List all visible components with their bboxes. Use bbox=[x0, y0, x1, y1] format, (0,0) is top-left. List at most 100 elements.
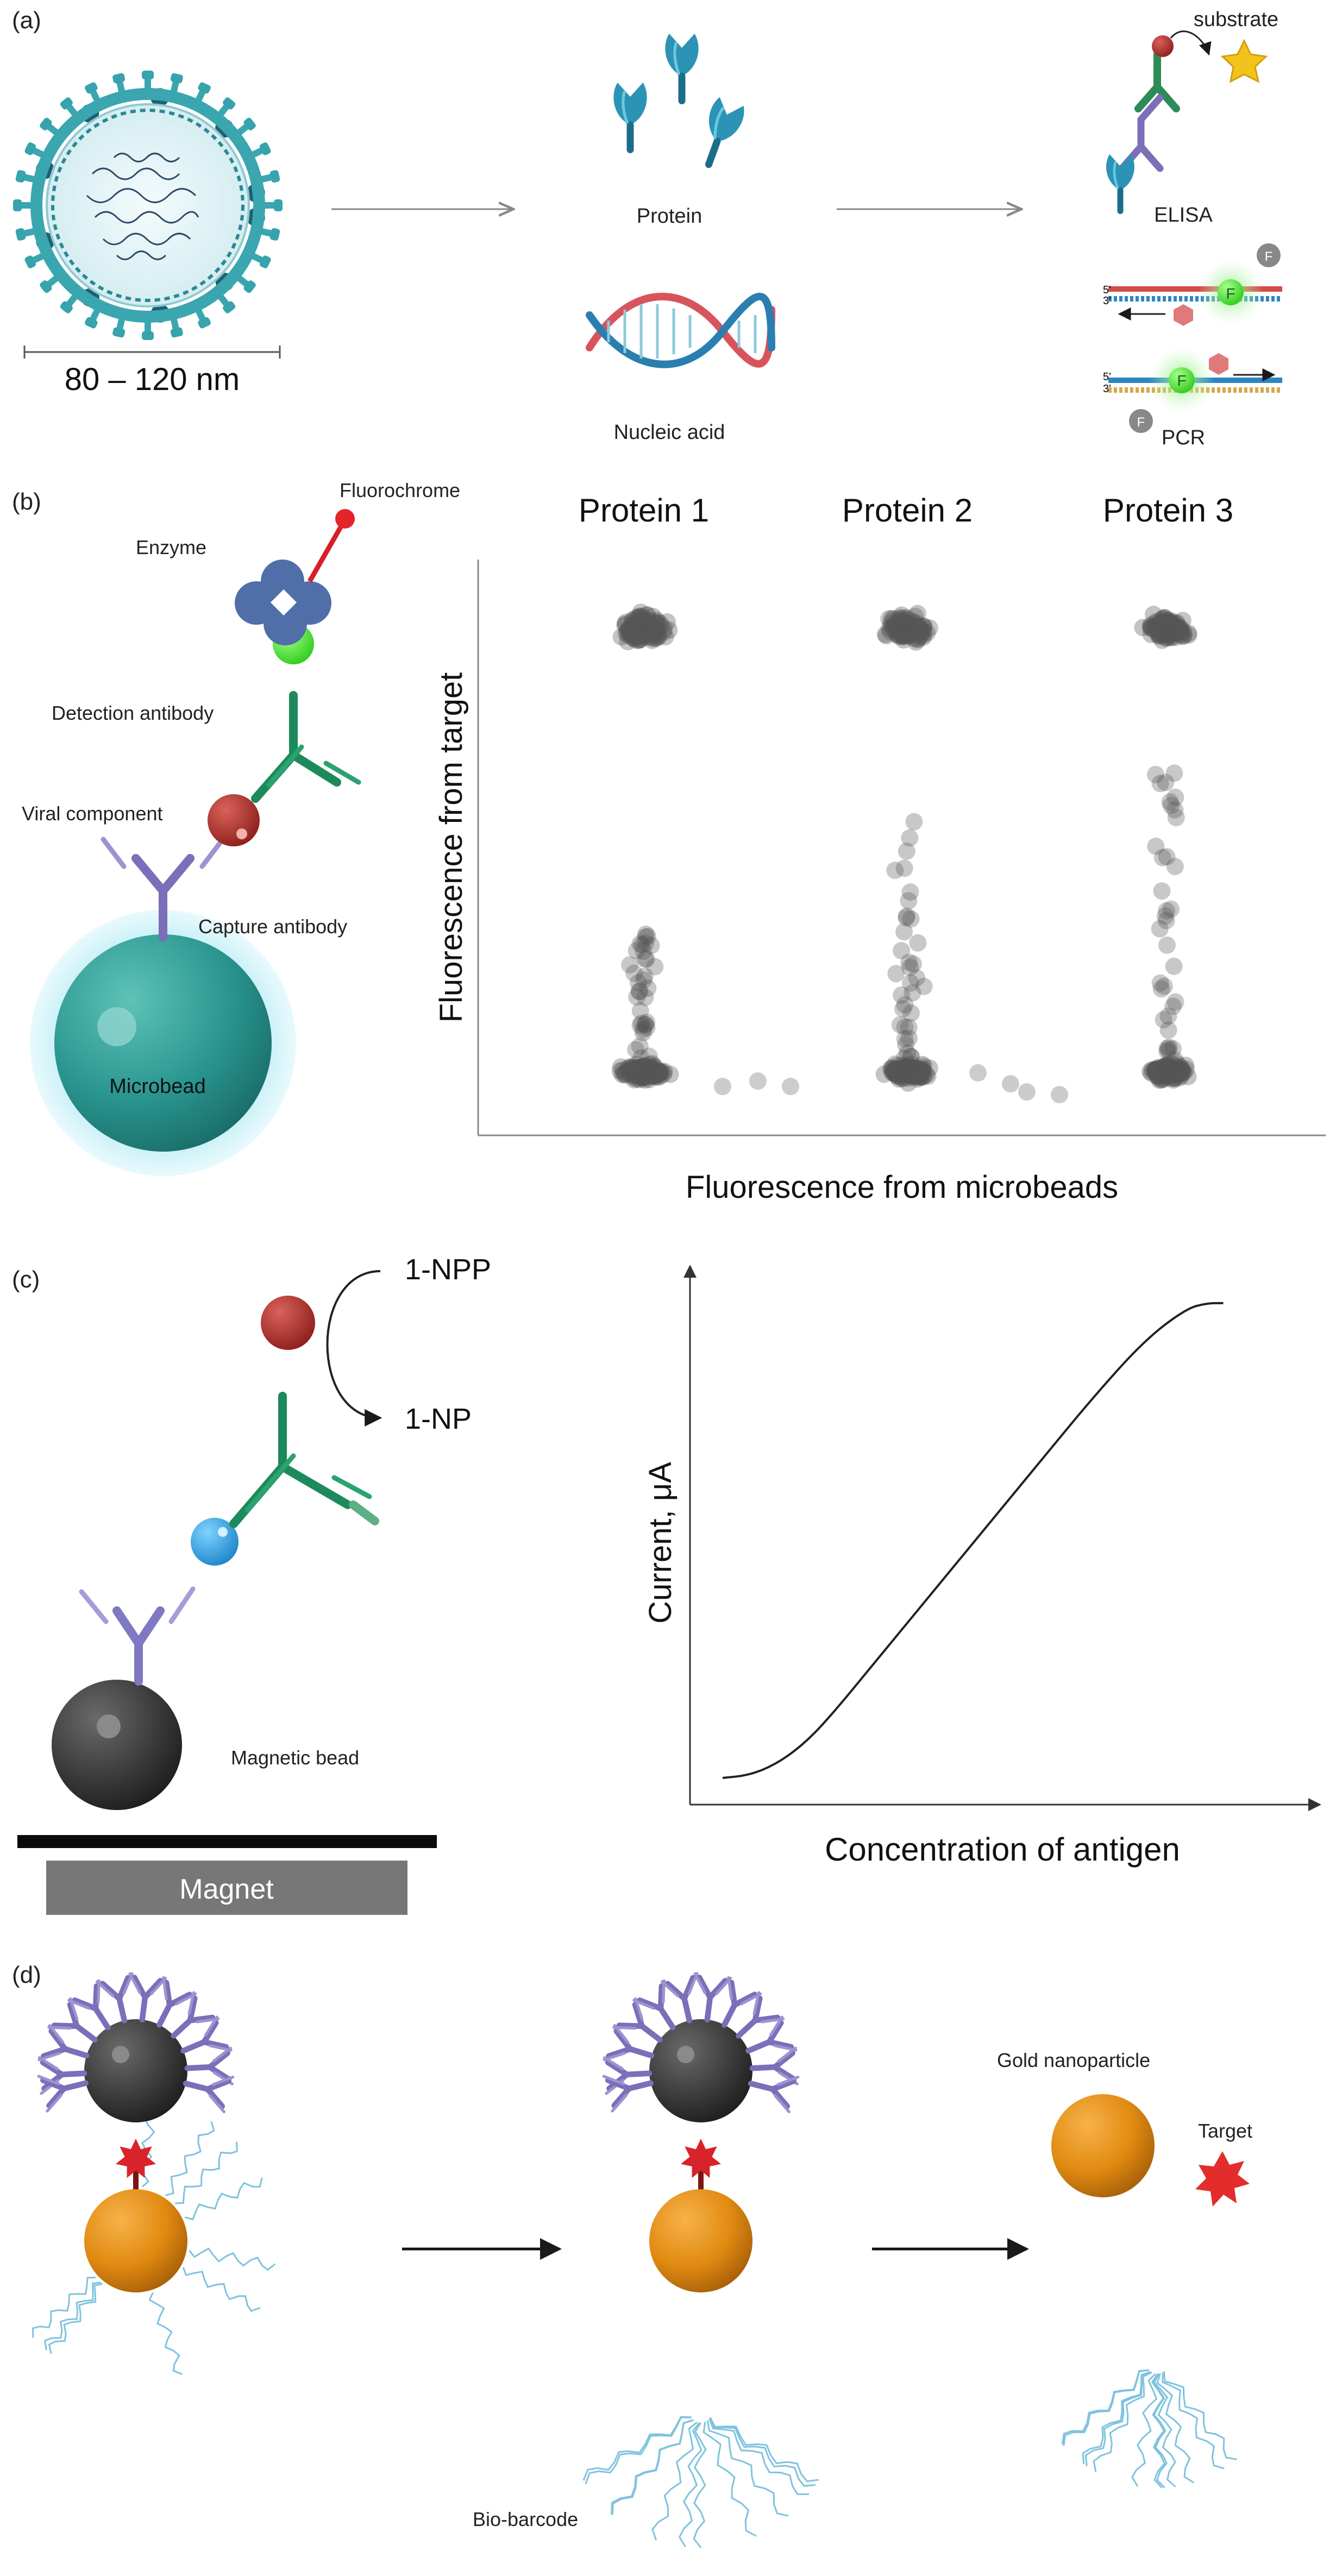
scatter-point bbox=[1171, 1065, 1189, 1083]
scatter-point bbox=[626, 619, 644, 637]
scatter-point bbox=[904, 1064, 922, 1082]
scatter-point bbox=[892, 618, 910, 636]
scatter-point bbox=[1147, 614, 1165, 632]
scatter-point bbox=[893, 942, 910, 959]
scatter-point bbox=[1158, 625, 1176, 643]
panel-a-letter: (a) bbox=[12, 7, 41, 34]
scatter-point bbox=[1157, 774, 1175, 791]
scatter-point bbox=[617, 625, 635, 643]
scatter-point bbox=[644, 1061, 662, 1079]
scatter-point bbox=[636, 1065, 654, 1083]
scatter-point bbox=[909, 631, 926, 649]
scatter-point bbox=[1152, 980, 1170, 998]
scatter-point bbox=[636, 619, 654, 637]
scatter-point bbox=[1161, 793, 1179, 811]
scatter-point bbox=[1171, 621, 1189, 638]
scatter-point bbox=[1147, 620, 1165, 638]
scatter-point bbox=[640, 1060, 658, 1078]
scatter-point bbox=[1149, 1067, 1167, 1085]
scatter-point bbox=[1145, 1061, 1163, 1079]
scatter-point bbox=[1158, 621, 1176, 639]
scatter-point bbox=[624, 1068, 642, 1086]
scatter-point bbox=[644, 1067, 662, 1085]
scatter-point bbox=[900, 892, 918, 910]
panel-b-letter: (b) bbox=[12, 488, 41, 515]
scatter-point bbox=[893, 1066, 911, 1084]
scatter-point bbox=[896, 617, 914, 635]
scatter-point bbox=[1156, 609, 1174, 627]
scatter-point bbox=[641, 622, 659, 640]
scatter-point bbox=[1160, 1063, 1178, 1081]
scatter-point bbox=[627, 617, 645, 635]
scatter-point bbox=[633, 1068, 651, 1086]
scatter-point bbox=[1156, 1059, 1174, 1077]
scatter-point bbox=[647, 1065, 664, 1083]
scatter-point bbox=[651, 614, 669, 632]
scatter-point bbox=[896, 1062, 914, 1080]
scatter-point bbox=[1171, 1063, 1189, 1081]
scatter-point bbox=[900, 1060, 918, 1078]
scatter-point bbox=[1171, 623, 1188, 640]
scatter-point bbox=[1172, 1067, 1190, 1085]
pcr-f-label-2: F bbox=[1265, 249, 1273, 264]
scatter-point bbox=[893, 1064, 911, 1082]
scatter-point bbox=[645, 1058, 663, 1076]
scatter-point bbox=[622, 620, 639, 638]
scatter-point bbox=[1164, 1058, 1182, 1076]
scatter-point bbox=[630, 983, 648, 1001]
scatter-point bbox=[1145, 606, 1162, 623]
scatter-point bbox=[611, 1062, 629, 1080]
scatter-point bbox=[1157, 1066, 1175, 1084]
scatter-point bbox=[635, 621, 653, 639]
scatter-point bbox=[634, 1024, 652, 1041]
scatter-point bbox=[901, 1063, 919, 1080]
scatter-point bbox=[1169, 621, 1187, 639]
scatter-point bbox=[1165, 619, 1183, 637]
scatter-point bbox=[1162, 1065, 1180, 1083]
scatter-point bbox=[892, 610, 910, 627]
scatter-point bbox=[897, 625, 915, 643]
scatter-point bbox=[630, 1064, 648, 1082]
scatter-point bbox=[912, 625, 930, 643]
scatter-point bbox=[632, 1014, 650, 1032]
scatter-point bbox=[913, 1055, 931, 1073]
scatter-point bbox=[627, 1041, 645, 1059]
scatter-point bbox=[888, 618, 906, 636]
scatter-point bbox=[1162, 629, 1180, 646]
scatter-point bbox=[1172, 1060, 1190, 1078]
scatter-point bbox=[1155, 620, 1172, 638]
scatter-point bbox=[649, 1065, 667, 1083]
scatter-point bbox=[910, 1065, 927, 1083]
scatter-category-label-2: Protein 3 bbox=[1103, 492, 1233, 529]
scatter-point bbox=[884, 1059, 902, 1077]
scatter-point bbox=[895, 624, 913, 642]
scatter-point bbox=[614, 1061, 632, 1079]
scatter-point bbox=[1149, 1061, 1166, 1079]
scatter-point bbox=[1162, 1064, 1180, 1082]
scatter-point bbox=[890, 1067, 908, 1085]
scatter-point bbox=[1175, 626, 1193, 644]
scatter-point bbox=[896, 619, 914, 637]
scatter-point bbox=[650, 626, 668, 644]
scatter-point bbox=[648, 621, 666, 639]
scatter-point bbox=[898, 1057, 915, 1075]
scatter-point bbox=[895, 631, 913, 649]
scatter-point bbox=[633, 1067, 651, 1085]
scatter-point bbox=[635, 619, 653, 637]
scatter-point bbox=[1158, 1066, 1176, 1084]
magnet-plate bbox=[17, 1835, 437, 1848]
scatter-point bbox=[624, 612, 642, 630]
scatter-point bbox=[613, 1066, 631, 1084]
scatter-point bbox=[1153, 610, 1171, 628]
scatter-point bbox=[646, 958, 664, 976]
scatter-point bbox=[622, 1059, 640, 1077]
scatter-point bbox=[894, 1057, 912, 1074]
scatter-point bbox=[902, 619, 920, 637]
scatter-point bbox=[912, 1069, 930, 1086]
scatter-point bbox=[898, 1059, 915, 1077]
scatter-point bbox=[898, 1064, 916, 1082]
scatter-point bbox=[889, 618, 907, 636]
scatter-point bbox=[635, 1066, 653, 1084]
scatter-point bbox=[650, 1064, 668, 1082]
scatter-point bbox=[897, 618, 915, 636]
